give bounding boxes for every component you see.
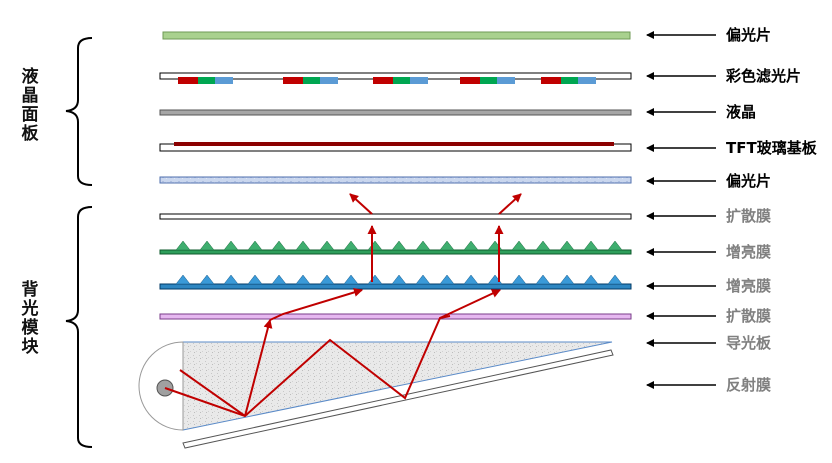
prism-triangle: [607, 274, 623, 285]
prism-triangle: [415, 274, 431, 285]
tft-glass-substrate-layer: [159, 142, 632, 152]
color-filter-cell: [497, 77, 515, 84]
prism-triangle: [391, 240, 407, 251]
prism-triangle: [223, 274, 239, 285]
prism-triangle: [535, 274, 551, 285]
top-polarizer-layer: [162, 31, 631, 40]
prism-triangle: [271, 274, 287, 285]
panel-bracket: [65, 37, 93, 186]
prism-triangle: [223, 240, 239, 251]
group-label-char: 液: [22, 66, 39, 87]
prism-triangle: [439, 240, 455, 251]
group-label-char: 模: [22, 317, 40, 338]
prism-triangle: [247, 274, 263, 285]
color-filter-cell: [480, 77, 500, 84]
prism-triangle: [295, 274, 311, 285]
color-filter-cell: [393, 77, 413, 84]
layer-label: 增亮膜: [726, 277, 771, 295]
group-label-char: 晶: [22, 86, 39, 106]
prism-triangle: [415, 240, 431, 251]
prism-triangle: [559, 274, 575, 285]
prism-triangle: [367, 240, 383, 251]
prism-triangle: [583, 240, 599, 251]
layer-label: 增亮膜: [726, 243, 771, 261]
layer-label: 彩色滤光片: [725, 67, 801, 85]
prism-triangle: [367, 274, 383, 285]
color-filter-layer: [159, 72, 632, 84]
prism-triangle: [511, 274, 527, 285]
layer-label: 偏光片: [726, 172, 771, 190]
brightness-film-green-layer: [159, 240, 632, 255]
layer-label: TFT玻璃基板: [726, 139, 818, 157]
color-filter-cell: [303, 77, 323, 84]
layer-label: 导光板: [726, 334, 772, 352]
liquid-crystal-layer: [159, 109, 632, 116]
prism-triangle: [319, 240, 335, 251]
color-filter-cell: [561, 77, 581, 84]
color-filter-cell: [198, 77, 218, 84]
prism-triangle: [439, 274, 455, 285]
prism-triangle: [535, 240, 551, 251]
prism-triangle: [175, 240, 191, 251]
prism-triangle: [559, 240, 575, 251]
group-label-char: 块: [22, 337, 40, 357]
backlight-bracket: [65, 206, 93, 448]
prism-triangle: [271, 240, 287, 251]
prism-triangle: [175, 274, 191, 285]
prism-triangle: [463, 274, 479, 285]
group-label-char: 板: [22, 123, 40, 144]
color-filter-cell: [460, 77, 480, 84]
layer-pointers: [646, 31, 716, 389]
layer-label: 偏光片: [726, 26, 771, 44]
layer-label: 反射膜: [726, 376, 771, 394]
bottom-polarizer-layer: [159, 176, 632, 184]
color-filter-cell: [578, 77, 596, 84]
prism-triangle: [295, 240, 311, 251]
color-filter-cell: [410, 77, 428, 84]
group-label-char: 背: [22, 279, 39, 300]
layer-label: 扩散膜: [726, 307, 771, 325]
prism-triangle: [463, 240, 479, 251]
color-filter-cell: [178, 77, 198, 84]
group-label-char: 面: [22, 105, 39, 125]
light-guide-plate: [138, 341, 613, 431]
prism-triangle: [583, 274, 599, 285]
brightness-film-blue-layer: [159, 274, 632, 290]
color-filter-cell: [320, 77, 338, 84]
prism-triangle: [607, 240, 623, 251]
color-filter-cell: [283, 77, 303, 84]
prism-triangle: [343, 274, 359, 285]
prism-triangle: [199, 240, 215, 251]
prism-triangle: [199, 274, 215, 285]
group-label-char: 光: [21, 298, 39, 319]
prism-triangle: [247, 240, 263, 251]
prism-triangle: [319, 274, 335, 285]
layer-label: 扩散膜: [726, 207, 771, 225]
light-ray-paths: [164, 193, 522, 418]
reflective-film-layer: [182, 349, 614, 449]
prism-triangle: [343, 240, 359, 251]
color-filter-cell: [373, 77, 393, 84]
prism-triangle: [511, 240, 527, 251]
diffuser-film-bottom-layer: [159, 313, 632, 320]
diffuser-film-top-layer: [159, 213, 632, 220]
color-filter-cell: [215, 77, 233, 84]
prism-triangle: [391, 274, 407, 285]
color-filter-cell: [541, 77, 561, 84]
layer-label: 液晶: [726, 103, 756, 121]
